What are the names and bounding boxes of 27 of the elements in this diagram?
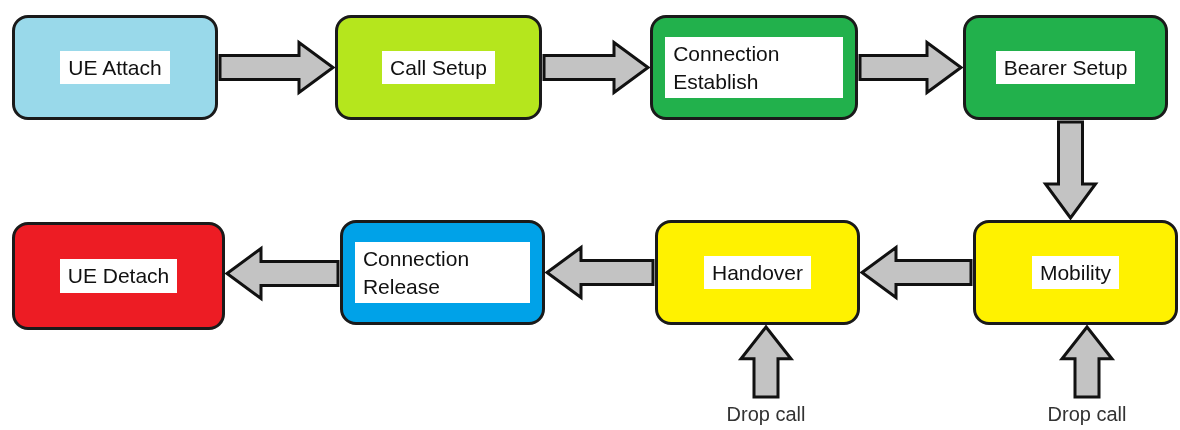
step-label: Connection Establish	[665, 37, 843, 98]
step-label: Mobility	[1031, 255, 1120, 290]
process-box	[12, 222, 225, 330]
process-box	[12, 15, 218, 120]
process-box	[655, 220, 860, 325]
block-arrow	[218, 39, 336, 96]
input-label: Drop call	[1047, 402, 1127, 426]
step-label: Handover	[703, 255, 812, 290]
step-label: UE Attach	[60, 50, 170, 85]
block-arrow	[224, 245, 340, 302]
block-arrow	[858, 39, 964, 96]
process-box	[340, 220, 545, 325]
process-box	[973, 220, 1178, 325]
process-box	[963, 15, 1168, 120]
step-label: Bearer Setup	[995, 50, 1136, 85]
block-arrow	[737, 324, 795, 399]
step-label: Connection Release	[354, 242, 531, 303]
block-arrow	[542, 39, 651, 96]
block-arrow	[1042, 120, 1099, 221]
process-box	[335, 15, 542, 120]
process-box	[650, 15, 858, 120]
block-arrow	[859, 244, 973, 301]
block-arrow	[1058, 324, 1116, 399]
block-arrow	[544, 244, 655, 301]
input-label: Drop call	[726, 402, 806, 426]
step-label: Call Setup	[382, 50, 495, 85]
step-label: UE Detach	[59, 259, 178, 293]
